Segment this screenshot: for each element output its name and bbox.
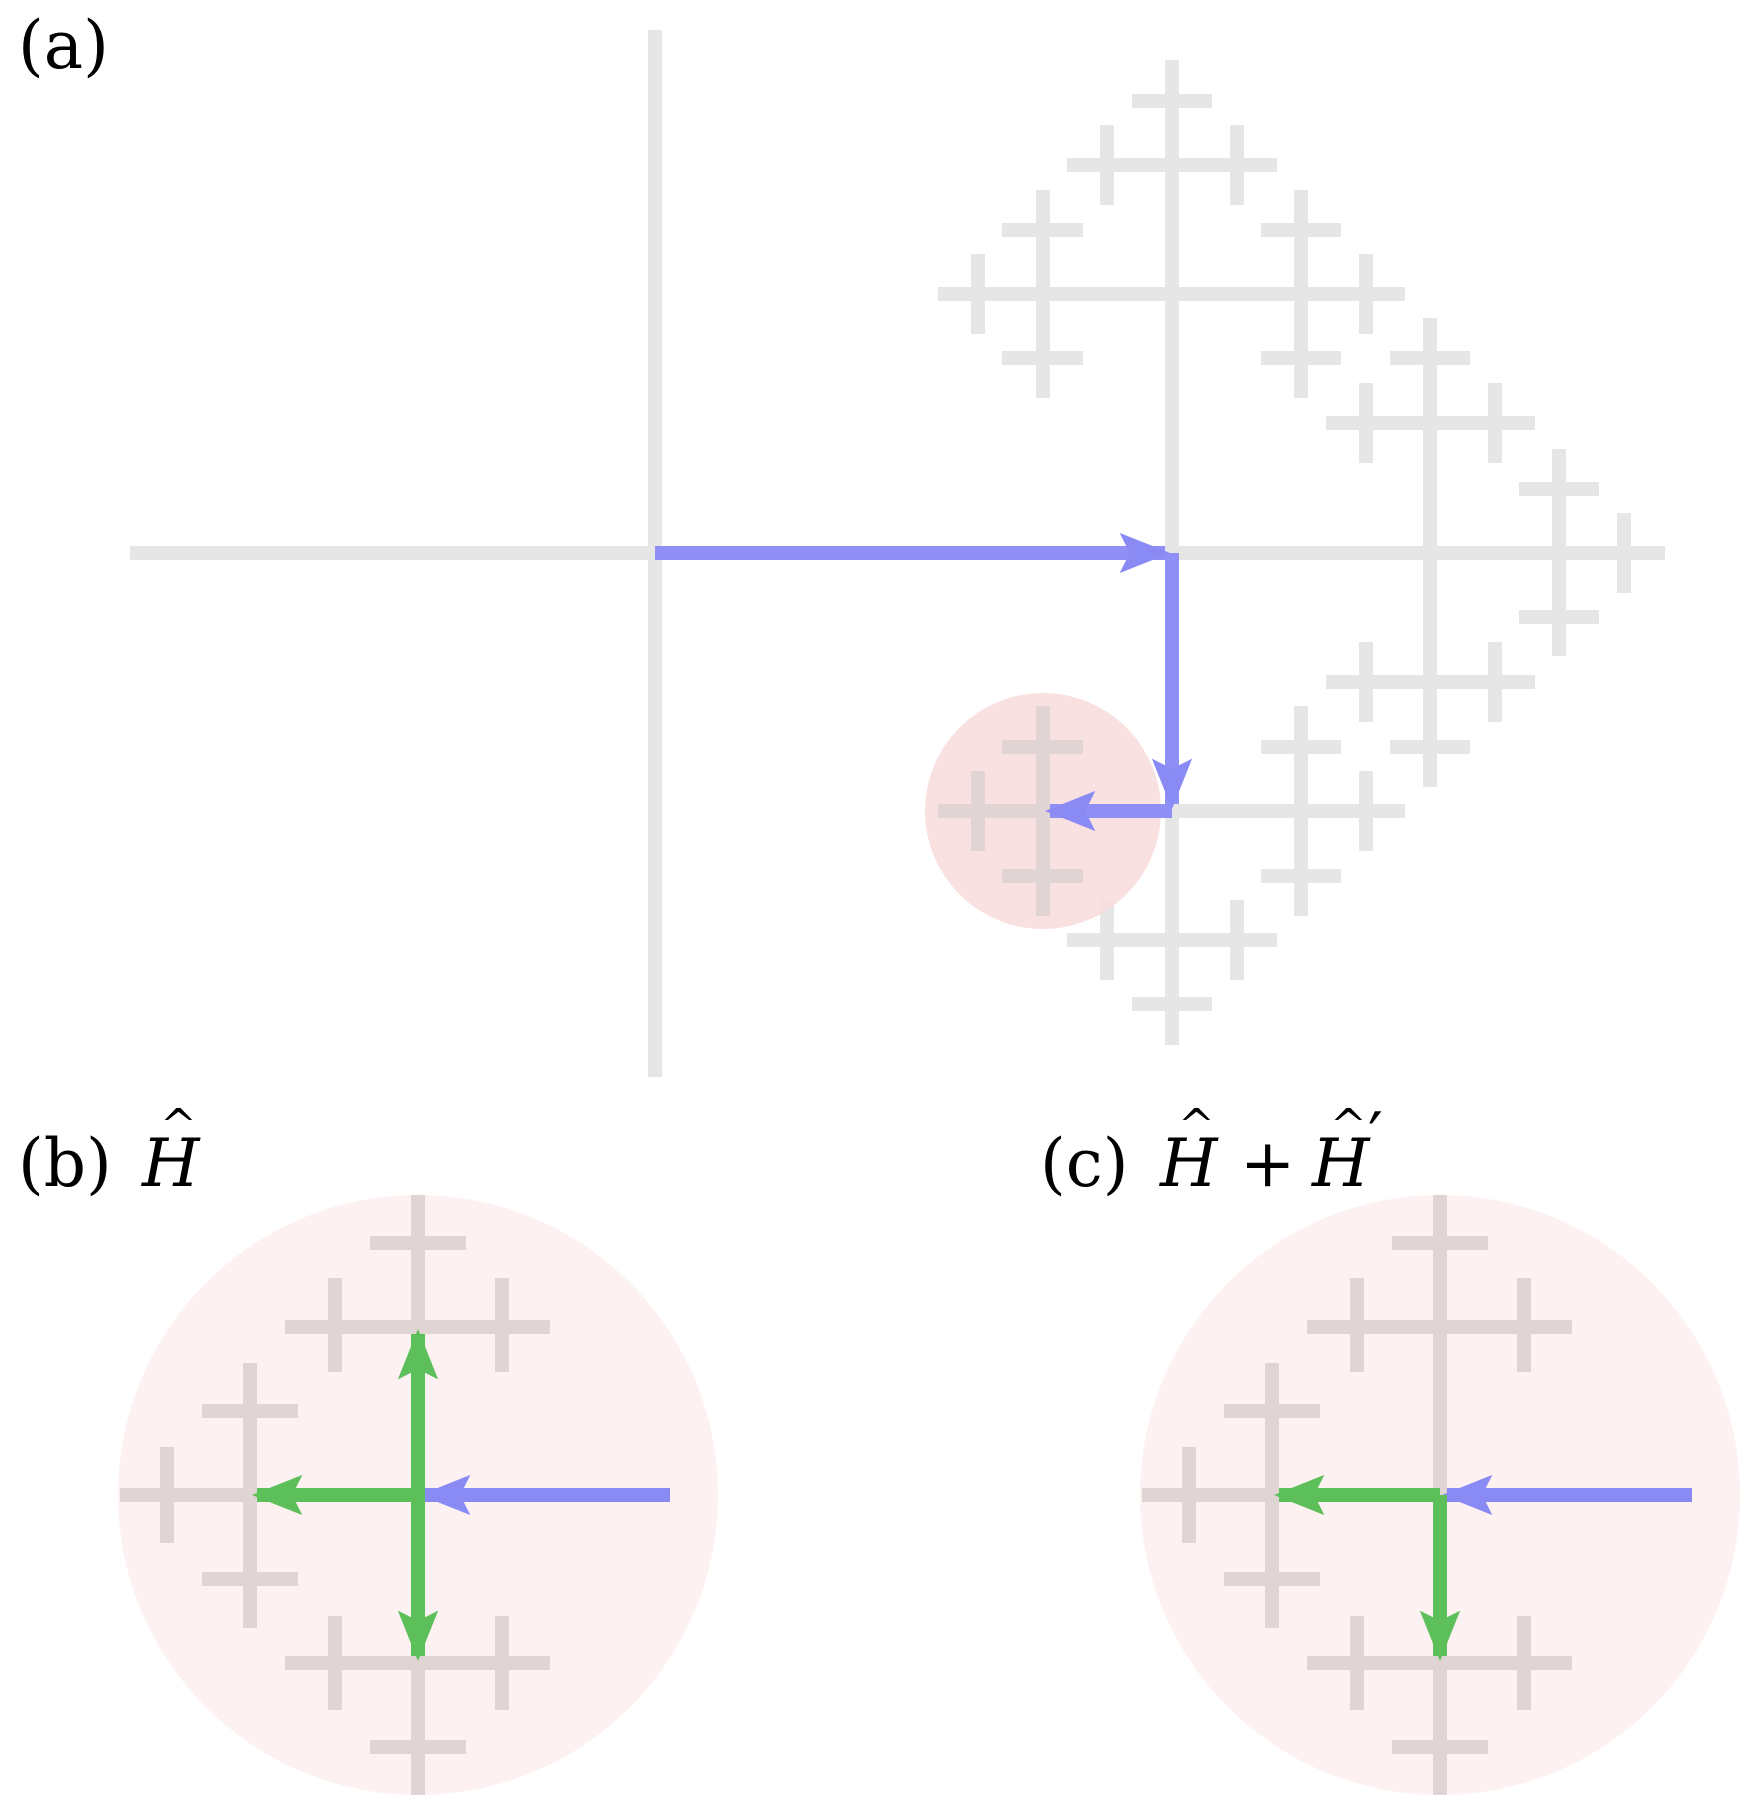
operator-h-1: H: [1159, 1125, 1219, 1202]
panel-b-arrows: [251, 1328, 670, 1662]
operator-h-2: H: [1311, 1125, 1371, 1202]
operator-h: H: [141, 1125, 201, 1202]
panel-c-arrows: [1273, 1474, 1692, 1662]
operator-hat-2: ^: [1330, 1100, 1367, 1151]
panel-c-operator: H ^ + H ^ ′: [1159, 1099, 1383, 1202]
prime-mark: ′: [1368, 1099, 1383, 1176]
plus-sign: +: [1240, 1125, 1295, 1202]
panel-b-lattice: [120, 1195, 550, 1795]
panel-b-operator: H ^: [141, 1100, 201, 1202]
panel-a-label: (a): [18, 7, 109, 84]
panel-b: (b) H ^: [18, 1100, 718, 1795]
panel-b-label: (b): [18, 1125, 112, 1202]
panel-c-label: (c): [1040, 1125, 1128, 1202]
panel-a-path: [655, 532, 1193, 832]
panel-a: (a): [18, 7, 1665, 1077]
panel-c: (c) H ^ + H ^ ′: [1040, 1099, 1740, 1795]
operator-hat-1: ^: [1178, 1100, 1215, 1151]
operator-hat: ^: [160, 1100, 197, 1151]
